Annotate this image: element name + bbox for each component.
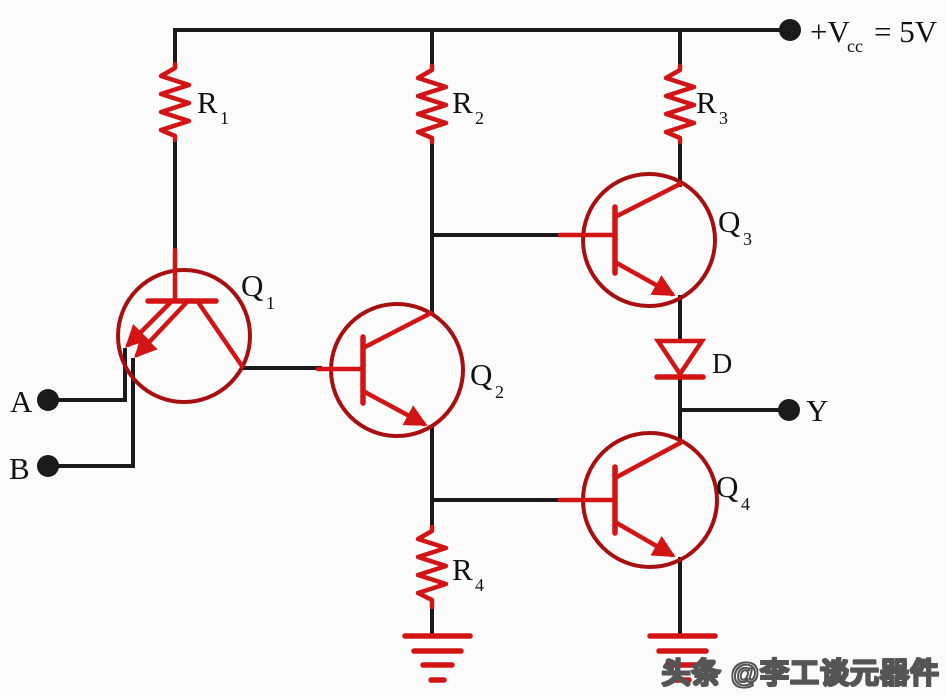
diode-d-label: D [712, 349, 732, 380]
transistor-q3-label: Q 3 [718, 204, 752, 249]
input-b-terminal-dot [37, 455, 59, 477]
input-a-terminal-dot [37, 389, 59, 411]
output-y-terminal-dot [778, 399, 800, 421]
transistor-q4-label: Q 4 [716, 469, 750, 514]
resistor-r4-symbol [415, 524, 449, 610]
vcc-label-value: = 5V [874, 14, 938, 49]
svg-text:R: R [696, 85, 717, 120]
input-a-wire [46, 348, 127, 402]
input-a-label: A [10, 384, 33, 419]
svg-text:4: 4 [741, 494, 750, 514]
transistor-q1-label: Q 1 [241, 268, 275, 313]
output-y-label: Y [806, 393, 828, 428]
diode-d-symbol [653, 338, 707, 380]
resistor-r1-symbol [158, 61, 192, 143]
svg-text:Q: Q [241, 268, 263, 303]
svg-text:1: 1 [220, 108, 229, 128]
input-b-wire [46, 358, 135, 468]
transistor-q3-symbol [557, 172, 717, 308]
transistor-q4-symbol [557, 431, 719, 569]
input-b-label: B [9, 451, 30, 486]
power-rail-wire [173, 28, 792, 68]
svg-text:R: R [197, 85, 218, 120]
svg-text:2: 2 [495, 382, 504, 402]
vcc-label: +V cc = 5V [810, 14, 938, 56]
interconnect-wires [173, 138, 782, 635]
vcc-label-sub: cc [847, 36, 863, 56]
resistor-r2-label: R 2 [452, 85, 484, 128]
vcc-label-main: +V [810, 14, 850, 49]
svg-text:3: 3 [719, 108, 728, 128]
resistor-r1-label: R 1 [197, 85, 229, 128]
svg-text:2: 2 [475, 108, 484, 128]
svg-text:R: R [452, 85, 473, 120]
svg-text:R: R [452, 552, 473, 587]
svg-text:4: 4 [475, 575, 484, 595]
transistor-q1-symbol [116, 247, 252, 404]
transistor-q2-symbol [315, 302, 465, 438]
svg-text:Q: Q [470, 357, 492, 392]
vcc-terminal-dot [779, 19, 801, 41]
resistor-r3-symbol [663, 63, 697, 145]
resistor-r2-symbol [415, 63, 449, 145]
svg-text:1: 1 [266, 293, 275, 313]
svg-text:3: 3 [743, 229, 752, 249]
svg-text:Q: Q [718, 204, 740, 239]
resistor-r3-label: R 3 [696, 85, 728, 128]
resistor-r4-label: R 4 [452, 552, 484, 595]
ground-symbol-r4 [402, 633, 473, 683]
watermark-text: 头条 @李工谈元器件 [661, 657, 940, 691]
svg-text:Q: Q [716, 469, 738, 504]
transistor-q2-label: Q 2 [470, 357, 504, 402]
ground-symbol-q4 [647, 633, 718, 683]
